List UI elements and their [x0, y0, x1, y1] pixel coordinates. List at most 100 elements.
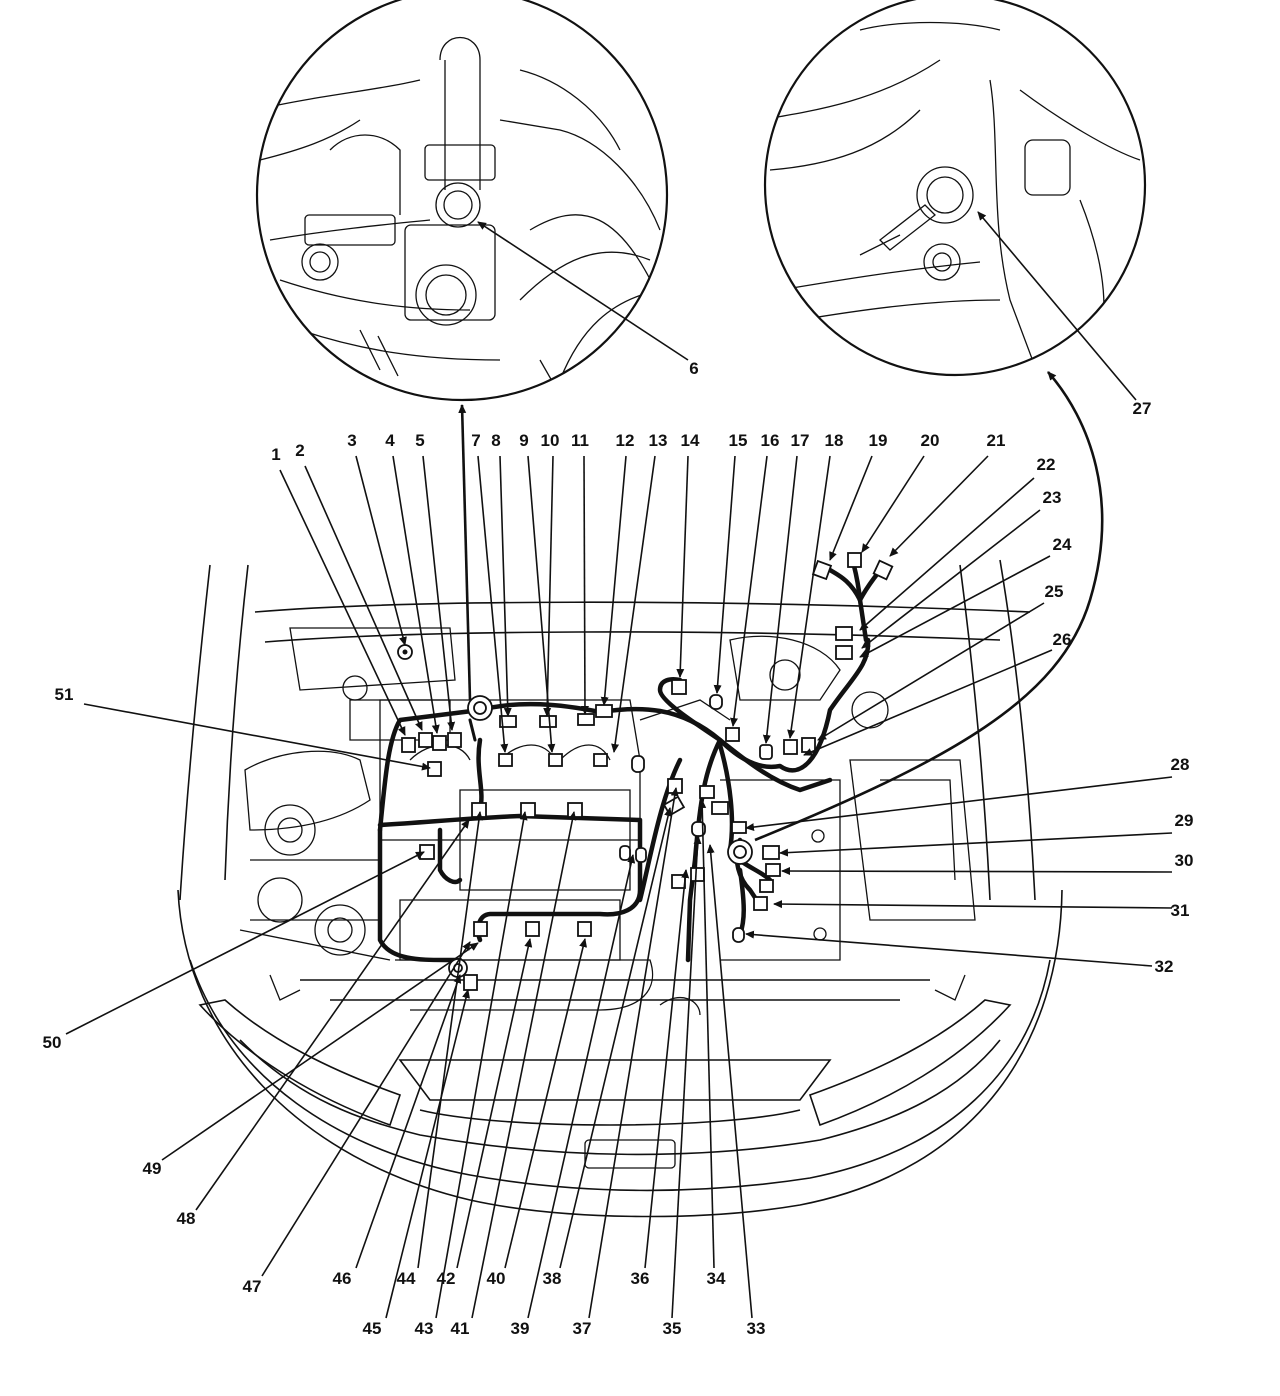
- callout-label-34: 34: [707, 1269, 726, 1288]
- callout-label-36: 36: [631, 1269, 650, 1288]
- leader-line-49: [161, 942, 479, 1161]
- detail-view-right: [763, 0, 1147, 377]
- callout-label-12: 12: [616, 431, 635, 450]
- callout-label-17: 17: [791, 431, 810, 450]
- callout-label-43: 43: [415, 1319, 434, 1338]
- leader-line-48: [195, 819, 470, 1211]
- callout-label-37: 37: [573, 1319, 592, 1338]
- leader-line-27: [977, 211, 1137, 401]
- leader-line-28: [745, 776, 1173, 832]
- leader-line-42: [456, 938, 533, 1269]
- leader-line-5: [422, 455, 456, 731]
- leader-line-8: [499, 455, 512, 717]
- leader-line-19: [829, 455, 873, 561]
- leader-line-16: [730, 455, 768, 727]
- callout-label-4: 4: [385, 431, 395, 450]
- callout-label-46: 46: [333, 1269, 352, 1288]
- callout-label-49: 49: [143, 1159, 162, 1178]
- callout-label-27: 27: [1133, 399, 1152, 418]
- leader-line-50: [65, 851, 425, 1035]
- leader-line-43: [435, 811, 528, 1319]
- callout-label-2: 2: [295, 441, 304, 460]
- leader-line-9: [527, 455, 556, 753]
- leader-line-1: [279, 469, 406, 736]
- leader-line-31: [773, 900, 1173, 909]
- callout-label-38: 38: [543, 1269, 562, 1288]
- leader-line-37: [588, 787, 679, 1319]
- leader-line-41: [471, 811, 577, 1319]
- leader-line-51: [83, 703, 431, 771]
- callout-label-35: 35: [663, 1319, 682, 1338]
- wire-harness: [377, 559, 888, 963]
- leader-line-23: [861, 509, 1041, 649]
- callout-label-7: 7: [471, 431, 480, 450]
- leader-line-13: [611, 455, 656, 753]
- leader-line-12: [600, 455, 627, 706]
- callout-label-30: 30: [1175, 851, 1194, 870]
- callout-label-32: 32: [1155, 957, 1174, 976]
- leader-line-26: [803, 649, 1053, 756]
- callout-label-21: 21: [987, 431, 1006, 450]
- detail-reference-arrows: [458, 371, 1104, 842]
- callout-leader-lines: [65, 211, 1173, 1319]
- callout-label-9: 9: [519, 431, 528, 450]
- leader-line-24: [859, 555, 1051, 658]
- leader-line-34: [698, 799, 715, 1269]
- callout-label-11: 11: [571, 431, 589, 450]
- leader-line-22: [859, 477, 1035, 631]
- callout-label-47: 47: [243, 1277, 262, 1296]
- leader-line-15: [713, 455, 736, 694]
- callout-label-50: 50: [43, 1033, 62, 1052]
- leader-line-4: [392, 455, 440, 734]
- leader-line-17: [762, 455, 798, 744]
- callout-label-20: 20: [921, 431, 940, 450]
- callout-label-39: 39: [511, 1319, 530, 1338]
- leader-line-11: [580, 455, 589, 715]
- callout-label-51: 51: [55, 685, 74, 704]
- car-body: [177, 559, 1063, 1218]
- callout-label-16: 16: [761, 431, 780, 450]
- leader-line-40: [504, 938, 587, 1269]
- leader-line-47: [261, 941, 471, 1277]
- leader-line-6: [477, 221, 689, 361]
- callout-label-18: 18: [825, 431, 844, 450]
- callout-label-44: 44: [397, 1269, 416, 1288]
- callout-label-6: 6: [689, 359, 698, 378]
- callout-label-13: 13: [649, 431, 668, 450]
- callout-label-14: 14: [681, 431, 700, 450]
- leader-line-10: [543, 455, 554, 717]
- engine-components: [239, 627, 976, 1016]
- leader-line-21: [889, 455, 989, 557]
- leader-line-32: [745, 930, 1153, 967]
- callout-label-33: 33: [747, 1319, 766, 1338]
- callout-label-28: 28: [1171, 755, 1190, 774]
- callout-label-40: 40: [487, 1269, 506, 1288]
- leader-line-44: [417, 811, 483, 1269]
- leader-line-36: [644, 869, 690, 1269]
- detail-view-left: [255, 0, 669, 402]
- leader-line-25: [817, 602, 1045, 741]
- callout-label-22: 22: [1037, 455, 1056, 474]
- callout-label-15: 15: [729, 431, 748, 450]
- callout-label-31: 31: [1171, 901, 1190, 920]
- leader-line-38: [559, 807, 673, 1269]
- callout-label-26: 26: [1053, 630, 1072, 649]
- callout-label-8: 8: [491, 431, 500, 450]
- callout-label-3: 3: [347, 431, 356, 450]
- leader-line-3: [355, 455, 407, 646]
- connector-symbols: [397, 552, 894, 991]
- callout-label-48: 48: [177, 1209, 196, 1228]
- leader-line-45: [385, 989, 470, 1319]
- leader-line-35: [671, 835, 702, 1319]
- leader-line-29: [779, 832, 1173, 857]
- callout-label-25: 25: [1045, 582, 1064, 601]
- leader-line-46: [355, 974, 462, 1269]
- leader-line-30: [781, 867, 1173, 876]
- leader-line-2: [304, 465, 423, 731]
- callout-label-1: 1: [271, 445, 280, 464]
- leader-line-14: [676, 455, 689, 678]
- leader-line-18: [787, 455, 831, 739]
- callout-label-45: 45: [363, 1319, 382, 1338]
